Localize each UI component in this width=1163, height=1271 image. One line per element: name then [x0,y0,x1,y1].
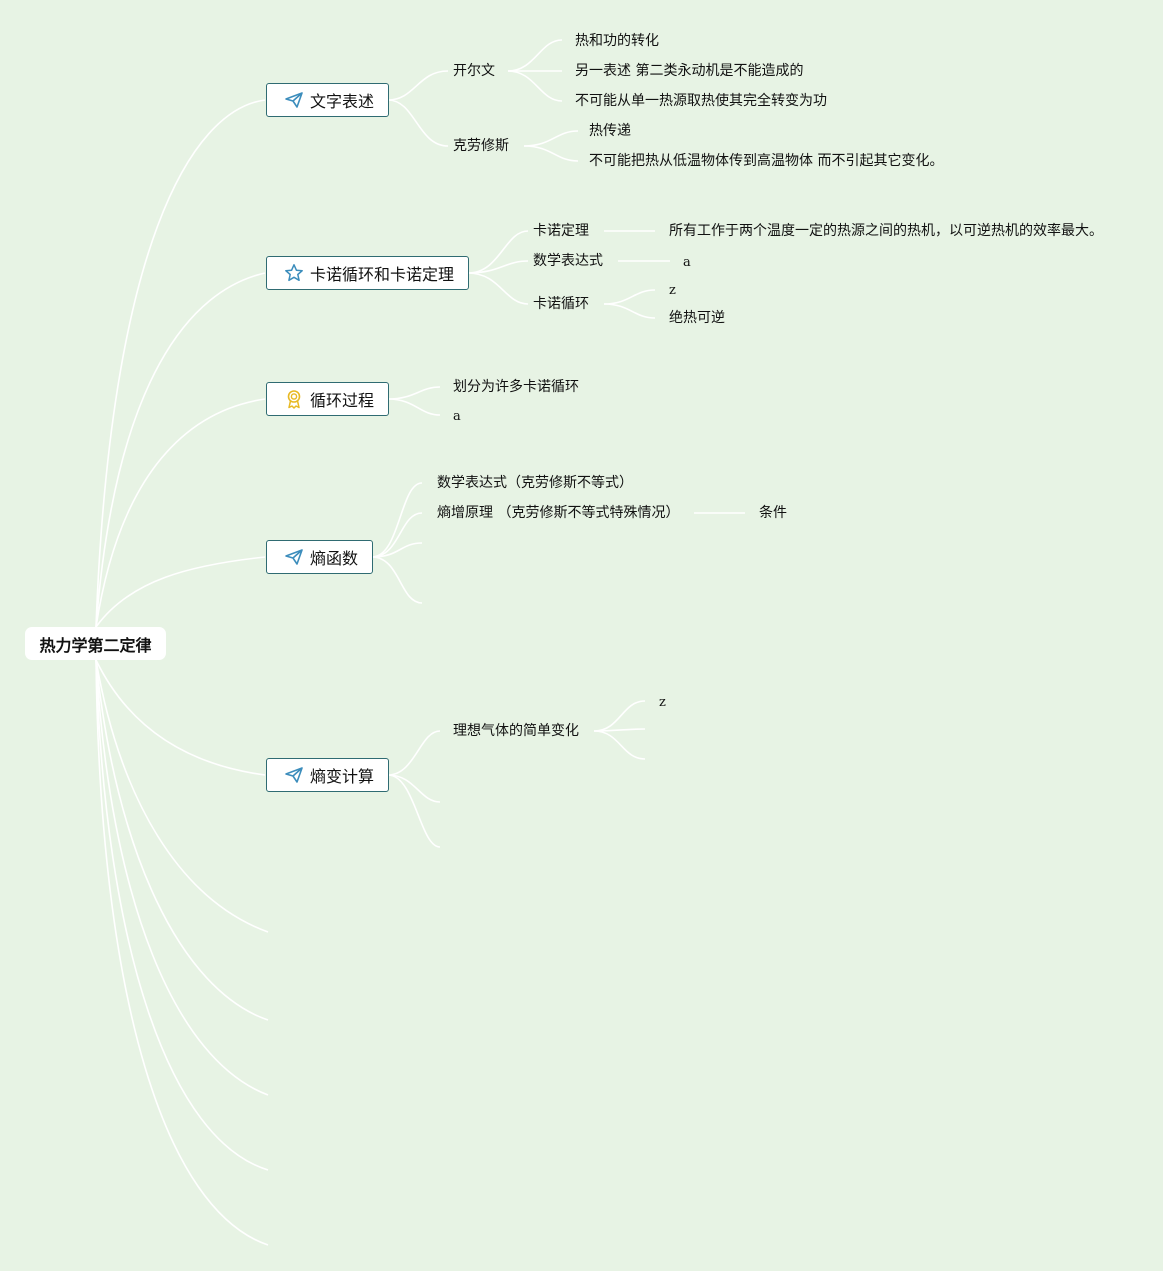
branch-entropy-function[interactable]: 熵函数 [266,540,374,574]
topic-leaf[interactable]: z [669,283,676,298]
topic-leaf[interactable]: 条件 [759,505,787,521]
topic-leaf[interactable]: z [659,695,666,710]
topic-leaf[interactable]: 另一表述 第二类永动机是不能造成的 [575,63,804,79]
branch-entropy-change[interactable]: 熵变计算 [266,758,390,792]
topic-leaf[interactable]: 绝热可逆 [669,310,725,326]
topic-leaf[interactable]: a [683,255,691,270]
topic-clausius[interactable]: 克劳修斯 [453,138,509,154]
award-ribbon-icon [284,389,304,409]
topic-carnot-theorem[interactable]: 卡诺定理 [533,223,589,239]
topic-carnot-cycle[interactable]: 卡诺循环 [533,296,589,312]
branch-label: 文字表述 [310,92,375,111]
star-icon [284,263,304,283]
branch-cycle-process[interactable]: 循环过程 [266,382,390,416]
topic-entropy-increase[interactable]: 熵增原理 （克劳修斯不等式特殊情况） [437,505,680,521]
topic-leaf[interactable]: 所有工作于两个温度一定的热源之间的热机，以可逆热机的效率最大。 [669,223,1103,239]
topic-kelvin[interactable]: 开尔文 [453,63,495,79]
branch-label: 循环过程 [310,391,375,410]
branch-label: 熵函数 [310,549,359,568]
topic-leaf[interactable]: 数学表达式（克劳修斯不等式） [437,475,633,491]
root-topic[interactable]: 热力学第二定律 [25,627,166,660]
topic-leaf[interactable]: 热和功的转化 [575,33,659,49]
topic-leaf[interactable]: 不可能从单一热源取热使其完全转变为功 [575,93,827,109]
branch-label: 卡诺循环和卡诺定理 [310,265,455,284]
paper-plane-icon [284,765,304,785]
topic-leaf[interactable]: 热传递 [589,123,631,139]
paper-plane-icon [284,90,304,110]
topic-math-expression[interactable]: 数学表达式 [533,253,603,269]
topic-leaf[interactable]: a [453,409,461,424]
branch-label: 熵变计算 [310,767,375,786]
branch-carnot[interactable]: 卡诺循环和卡诺定理 [266,256,470,290]
topic-ideal-gas[interactable]: 理想气体的简单变化 [453,723,579,739]
branch-text-statement[interactable]: 文字表述 [266,83,390,117]
paper-plane-icon [284,547,304,567]
root-topic-label: 热力学第二定律 [39,635,152,655]
topic-leaf[interactable]: 划分为许多卡诺循环 [453,379,579,395]
topic-leaf[interactable]: 不可能把热从低温物体传到高温物体 而不引起其它变化。 [589,153,944,169]
